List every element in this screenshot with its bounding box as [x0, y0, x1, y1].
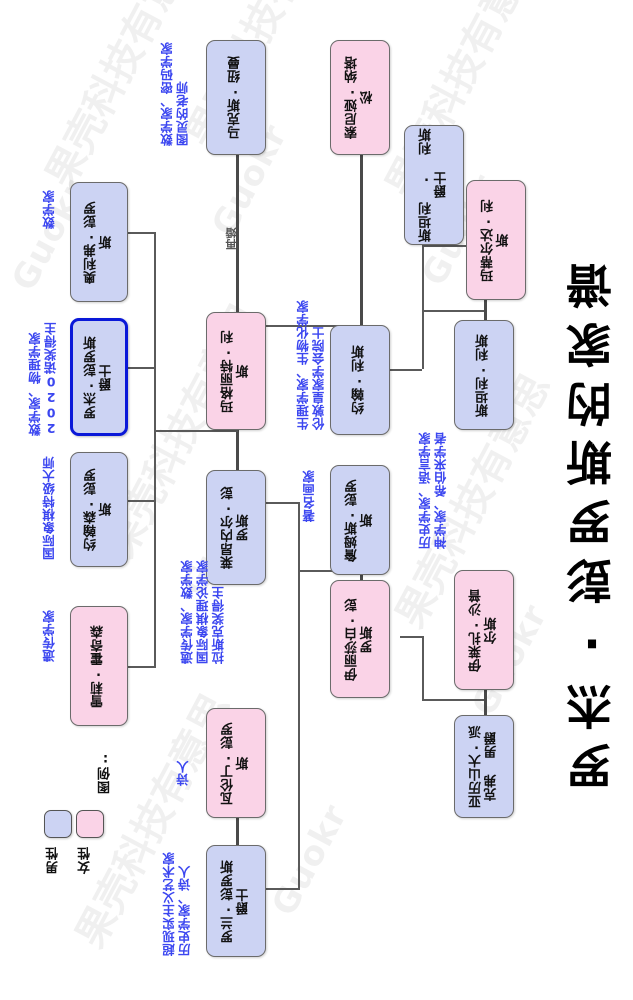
edge-to-roger — [118, 367, 156, 369]
person-node-alexander-peckover[interactable]: 亚历山大·派 克弗 男爵 — [454, 715, 514, 818]
annotation-lionel-penrose: 遗传学家、数学家 国际象棋理论学家 拉斯克奖得主 — [180, 560, 227, 664]
edge-parents-to-children-bus — [154, 430, 238, 432]
person-node-roger-penrose[interactable]: 罗杰·彭罗斯 爵士 — [70, 318, 128, 436]
person-name: 玛蒂尔达·利 斯 — [480, 198, 511, 282]
person-node-stanley-lees[interactable]: 斯坦利·利斯 — [454, 320, 514, 430]
bus-lees-elders — [422, 245, 424, 369]
annotation-shirley-hodgson: 遗传学家 — [42, 610, 57, 662]
person-node-sonia-natanson[interactable]: 索尼娅·纳塔 松 — [330, 40, 390, 155]
person-name: 斯坦利 · 利斯 爵士 — [418, 128, 449, 242]
person-node-max-newman[interactable]: 马克斯·纽曼 — [206, 40, 266, 155]
person-name: 奥利弗·彭罗 斯 — [83, 200, 114, 284]
person-name: 伊丽莎白·彭 罗斯 — [344, 597, 375, 681]
edge-to-shirley — [112, 666, 156, 668]
edge-newman-margaret — [236, 155, 239, 325]
person-name: 雪莉·霍奇森 — [91, 624, 107, 708]
edge-to-stanley-sir — [422, 245, 484, 247]
person-node-shirley-hodgson[interactable]: 雪莉·霍奇森 — [70, 606, 128, 726]
edge-eliza-alexander — [484, 690, 487, 715]
edge-elizabeth-up — [400, 636, 424, 638]
person-name: 伊莱扎·沙普 尔斯 — [468, 588, 499, 672]
person-node-jonathan-penrose[interactable]: 约翰森·彭罗 斯 — [70, 452, 128, 567]
edge-lionel-up — [238, 502, 300, 504]
person-name: 斯坦利·利斯 — [476, 333, 492, 417]
edge-to-eliza-alex — [422, 699, 484, 701]
edge-to-james-eliz — [298, 570, 360, 572]
legend-swatch-female — [76, 810, 104, 838]
person-name: 玛格丽特·利 斯 — [220, 329, 251, 413]
person-name: 索尼娅·纳塔 松 — [344, 56, 375, 139]
legend-swatch-male — [44, 810, 72, 838]
edge-sonia-john — [360, 155, 363, 325]
legend: 图例: 男性 女性 — [18, 742, 138, 932]
edge-valentine-roland — [236, 818, 239, 845]
page-title: 罗杰·彭罗斯的家谱 — [565, 250, 619, 789]
annotation-jonathan-penrose: 国际象棋特级大师 — [42, 456, 57, 560]
edge-johnlees-to-margaret — [236, 325, 360, 327]
person-node-john-lees[interactable]: 约翰·利斯 — [330, 325, 390, 435]
legend-label-male: 男性 — [46, 846, 61, 874]
edge-to-jonathan — [112, 500, 156, 502]
annotation-john-lees: 生理学家、生物化学家 伦敦皇家学会院士 — [296, 300, 327, 430]
person-node-matilda-lees[interactable]: 玛蒂尔达·利 斯 — [466, 180, 526, 300]
legend-label-female: 女性 — [78, 846, 93, 874]
person-node-eliza-sharples[interactable]: 伊莱扎·沙普 尔斯 — [454, 570, 514, 690]
person-node-roland-penrose[interactable]: 罗兰·彭罗斯 爵士 — [206, 845, 266, 957]
person-name: 莱昂内尔·彭 罗斯 — [220, 486, 251, 569]
person-node-stanley-lees-sir[interactable]: 斯坦利 · 利斯 爵士 — [404, 125, 464, 245]
annotation-james-penrose: 著名画家 — [302, 470, 317, 522]
person-node-james-penrose[interactable]: 詹姆斯·彭罗 斯 — [330, 465, 390, 575]
annotation-max-newman: 数学家、密码学家 图灵的老师 — [160, 42, 191, 146]
person-name: 罗兰·彭罗斯 爵士 — [220, 859, 251, 943]
person-node-margaret-lees[interactable]: 玛格丽特·利 斯 — [206, 312, 266, 430]
annotation-roger-penrose: 数学家、物理学家 2020诺奖得主 — [28, 322, 59, 436]
person-name: 瓦伦丁·彭罗 斯 — [220, 721, 251, 805]
watermark: Guokr — [264, 797, 356, 923]
bus-james-children — [298, 570, 300, 888]
edge-lees-bus-to-john — [360, 369, 422, 371]
legend-title: 图例: — [98, 750, 113, 794]
sibling-bus-penrose-children — [154, 232, 156, 667]
person-name: 詹姆斯·彭罗 斯 — [344, 478, 375, 562]
edge-margaret-lionel — [236, 430, 239, 470]
person-node-elizabeth-penrose[interactable]: 伊丽莎白·彭 罗斯 — [330, 580, 390, 698]
edge-label-remarried: 再婚 — [225, 227, 238, 250]
bus-elizabeth-parents — [422, 636, 424, 699]
bus-lionel-parents — [298, 502, 300, 570]
person-name: 亚历山大·派 克弗 男爵 — [468, 725, 499, 808]
annotation-roland-penrose: 超现实主义艺术家 历史学家、诗人 — [162, 852, 193, 956]
annotation-stanley-lees: 历史学家、语言学家 神学家、希伯来学者 — [418, 432, 449, 549]
annotation-oliver-penrose: 数学家 — [42, 190, 57, 229]
person-name: 罗杰·彭罗斯 爵士 — [83, 335, 114, 419]
person-node-oliver-penrose[interactable]: 奥利弗·彭罗 斯 — [70, 182, 128, 302]
person-name: 约翰·利斯 — [352, 345, 368, 415]
person-node-lionel-penrose[interactable]: 莱昂内尔·彭 罗斯 — [206, 470, 266, 585]
edge-matilda-stanleyjr — [484, 300, 487, 325]
person-name: 约翰森·彭罗 斯 — [83, 468, 114, 551]
edge-to-roland — [238, 888, 300, 890]
edge-to-matilda-branch — [422, 310, 484, 312]
edge-to-oliver — [112, 232, 156, 234]
annotation-valentine-penrose: 诗人 — [176, 760, 191, 786]
person-name: 马克斯·纽曼 — [228, 56, 244, 139]
person-node-valentine-penrose[interactable]: 瓦伦丁·彭罗 斯 — [206, 708, 266, 818]
